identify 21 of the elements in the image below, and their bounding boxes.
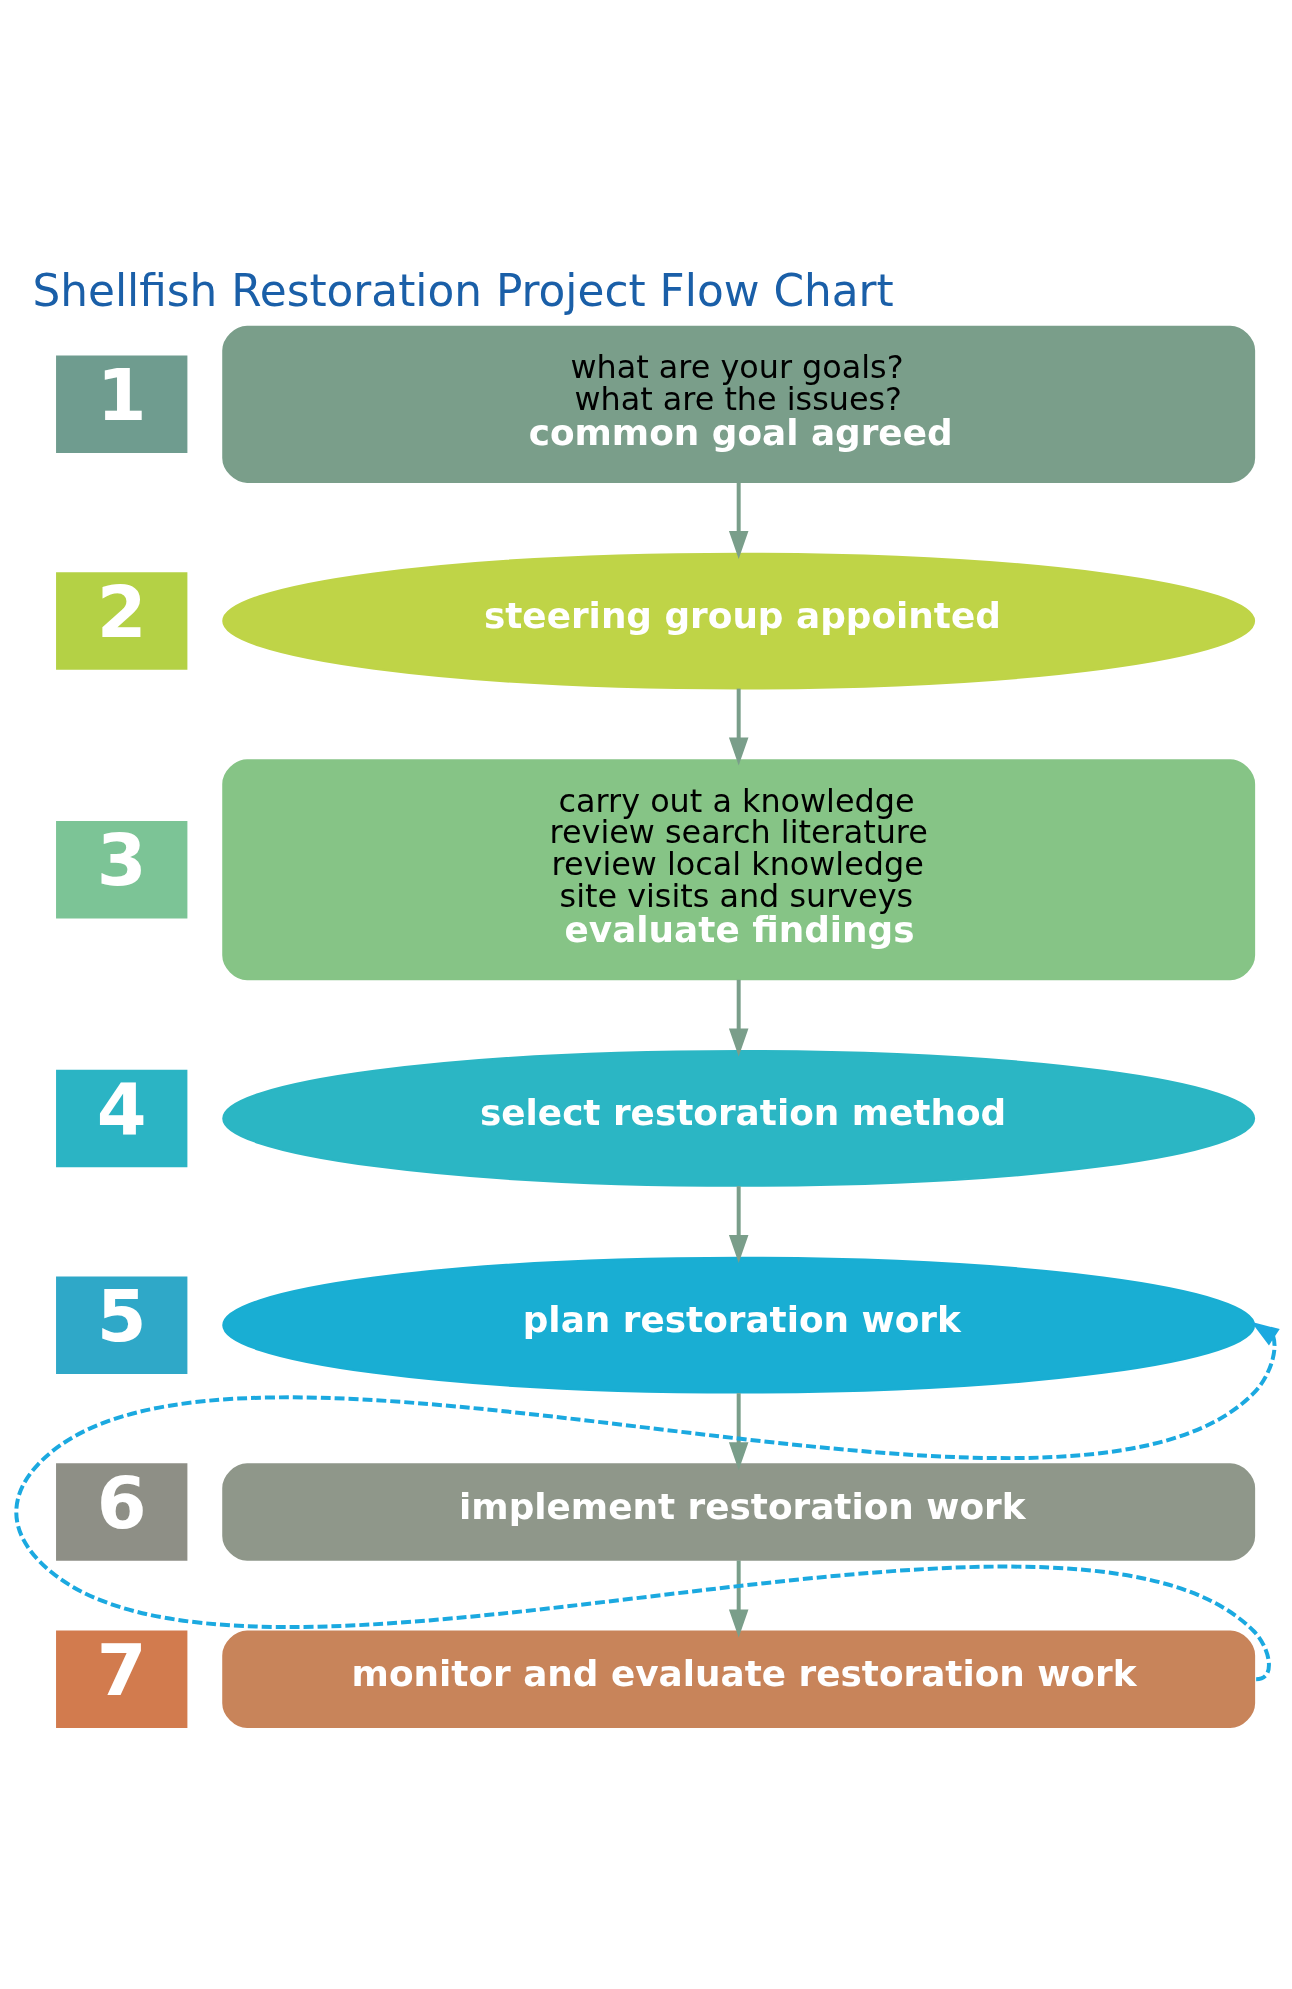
node-ellipse: steering group appointed bbox=[222, 552, 1256, 689]
node-label: 3 bbox=[96, 818, 147, 902]
arrow bbox=[728, 481, 749, 559]
node-label: 7 bbox=[96, 1628, 147, 1712]
node-box: what are your goals? what are the issues? common goal agreed bbox=[222, 325, 1256, 483]
node-label: 4 bbox=[96, 1067, 147, 1151]
node-box: carry out a knowledge review search literature review local knowledge site visits and surveys evaluate findings bbox=[222, 758, 1256, 980]
arrow bbox=[728, 688, 749, 765]
node-ellipse: select restoration method bbox=[222, 1049, 1256, 1187]
node-box: implement restoration work bbox=[222, 1462, 1256, 1561]
node-label: 1 bbox=[96, 353, 147, 437]
node-box: monitor and evaluate restoration work bbox=[222, 1630, 1256, 1728]
diagram-title: Shellfish Restoration Project Flow Chart bbox=[32, 264, 894, 316]
arrow bbox=[728, 1392, 749, 1470]
arrow bbox=[728, 1559, 749, 1637]
arrow bbox=[728, 1185, 749, 1263]
arrow bbox=[728, 979, 749, 1056]
node-label: 2 bbox=[96, 570, 147, 654]
node-label: 5 bbox=[96, 1274, 147, 1358]
node-ellipse: plan restoration work bbox=[222, 1256, 1256, 1394]
node-label: 6 bbox=[96, 1461, 147, 1545]
